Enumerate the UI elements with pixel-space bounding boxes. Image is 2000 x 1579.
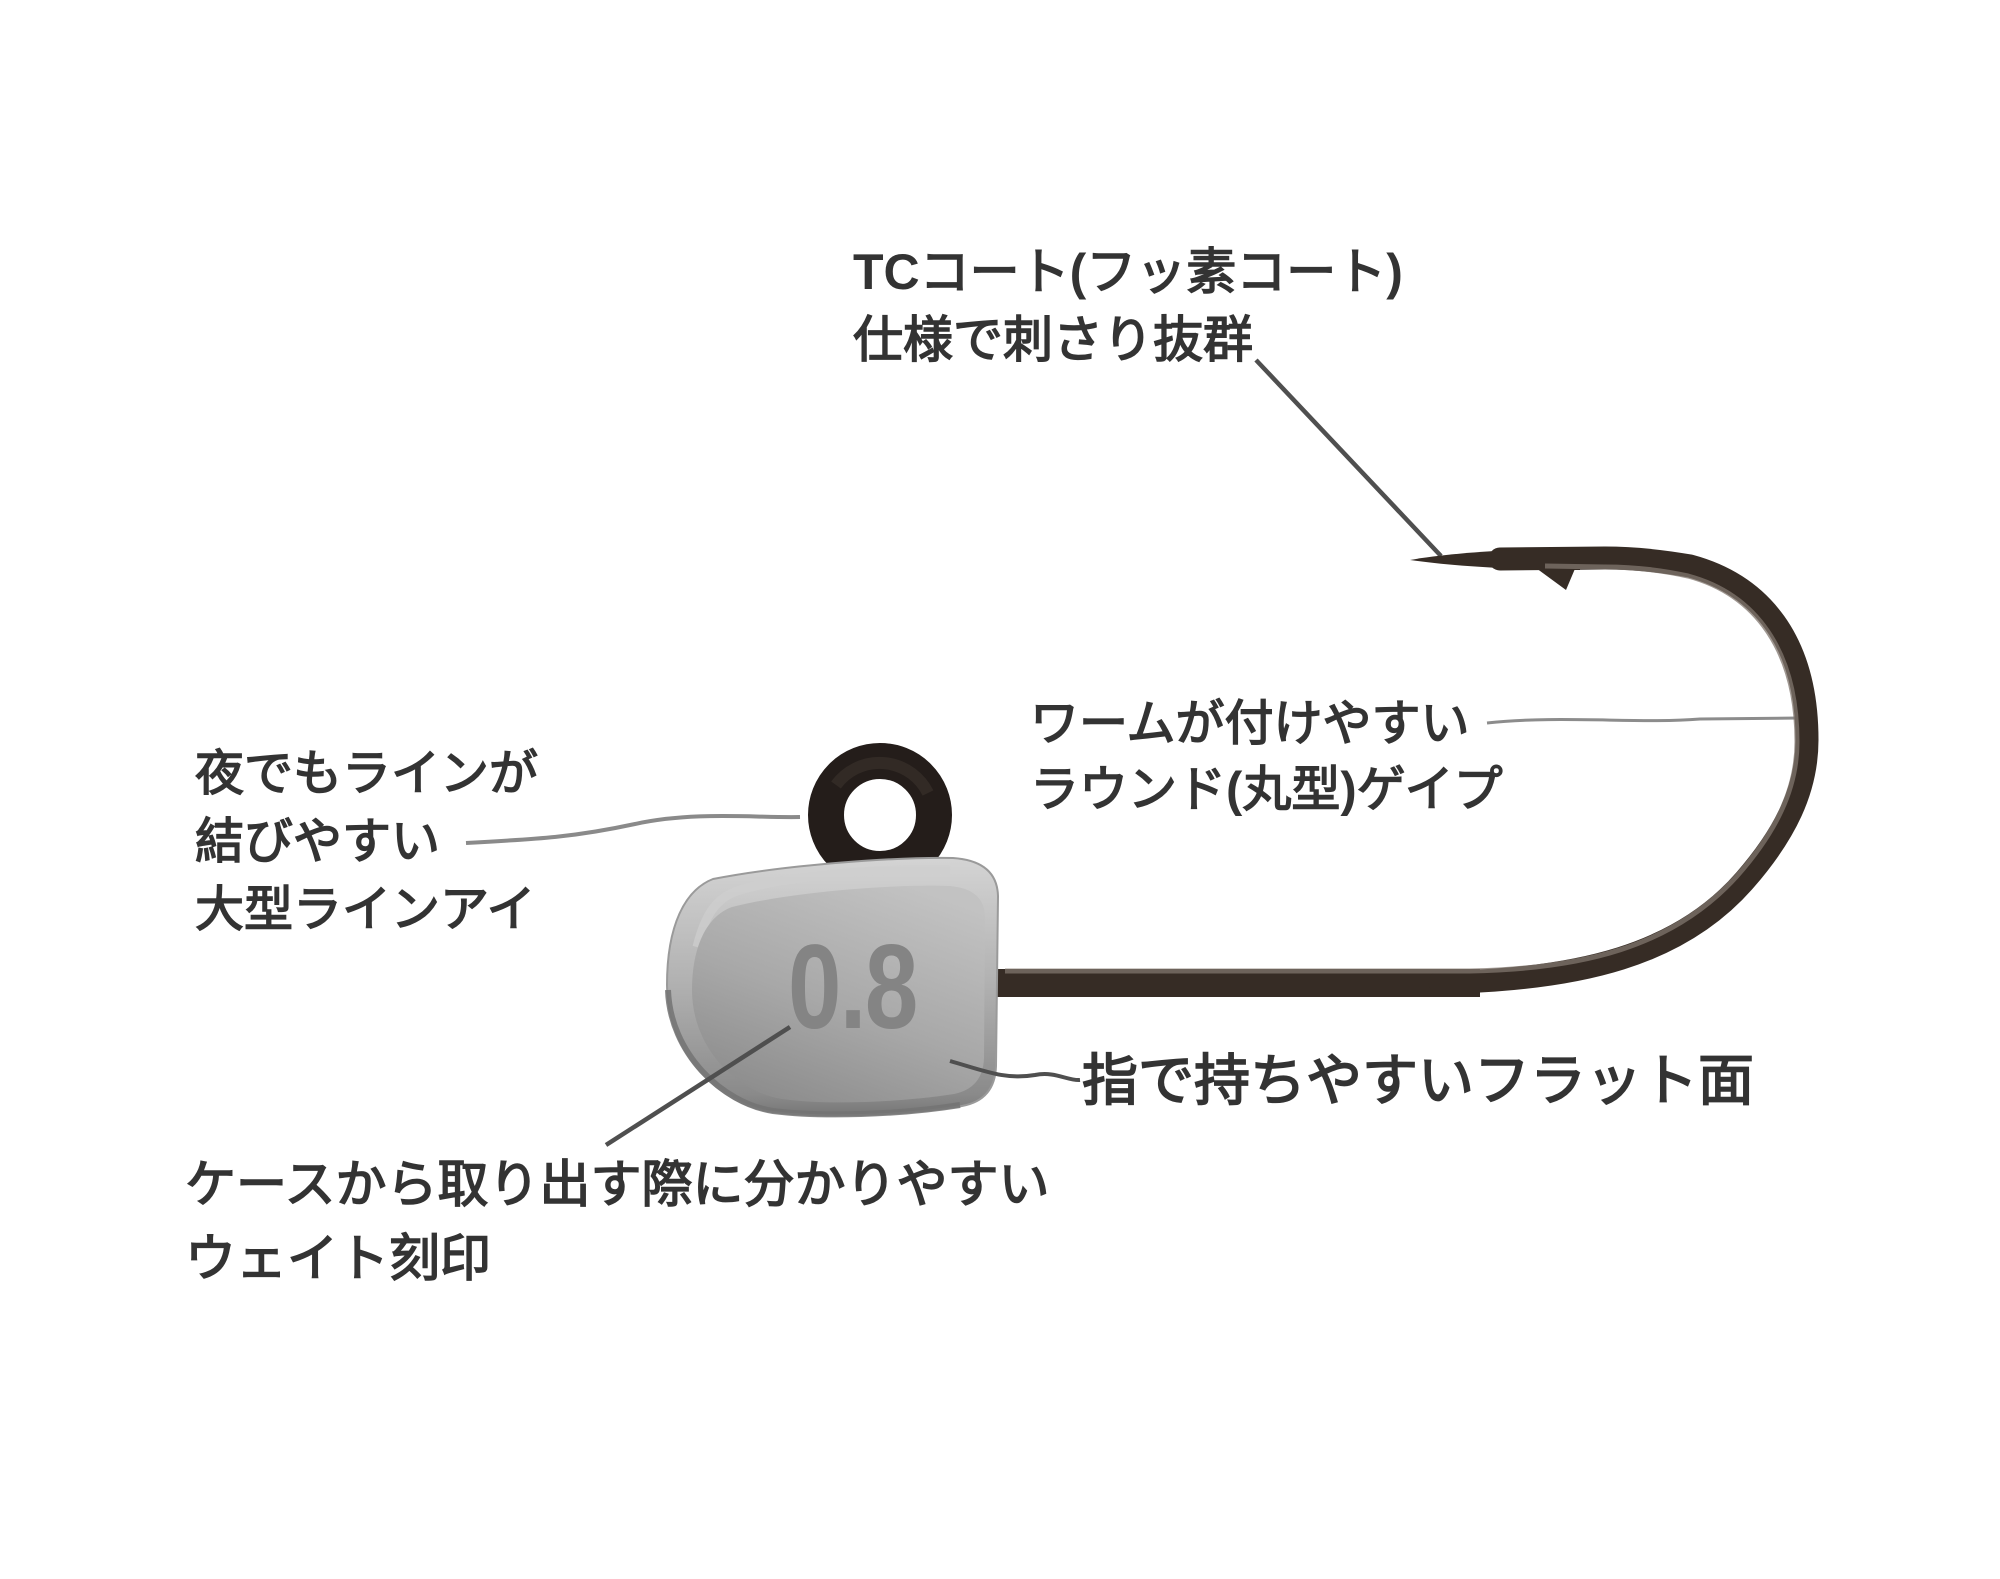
hook-point	[1410, 548, 1580, 570]
annotation-tc-coat-line2: 仕様で刺さり抜群	[853, 312, 1253, 368]
annotation-line-eye-line2: 結びやすい	[195, 815, 441, 869]
annotation-weight-mark-line2: ウェイト刻印	[185, 1230, 492, 1287]
annotation-gape-line1: ワームが付けやすい	[1030, 697, 1470, 751]
leader-line-gape	[1486, 716, 1800, 725]
weight-engraving: 0.8	[788, 920, 918, 1054]
hook-bend	[1428, 546, 1819, 994]
hook-barb	[1536, 564, 1577, 590]
leader-line-line-eye	[465, 814, 801, 845]
jig-head-bottom-rim	[665, 989, 961, 1118]
leader-line-tc-coat	[1254, 358, 1443, 558]
annotation-line-eye: 夜でもラインが 結びやすい 大型ラインアイ	[195, 740, 538, 944]
hook	[995, 546, 1819, 997]
jig-head-nose-highlight	[692, 865, 951, 949]
annotation-gape-line2: ラウンド(丸型)ゲイプ	[1030, 763, 1503, 817]
annotation-weight-mark-line1: ケースから取り出す際に分かりやすい	[185, 1156, 1050, 1213]
annotation-tc-coat-line1: TCコート(フッ素コート)	[853, 244, 1403, 300]
annotation-line-eye-line1: 夜でもラインが	[195, 747, 539, 801]
annotation-line-eye-line3: 大型ラインアイ	[195, 883, 536, 937]
annotation-tc-coat: TCコート(フッ素コート) 仕様で刺さり抜群	[853, 238, 1403, 374]
hook-highlight	[1005, 563, 1800, 974]
leader-line-weight-mark	[604, 1025, 792, 1147]
leader-line-flat-face	[949, 1059, 1081, 1083]
annotation-flat-face-line1: 指で持ちやすいフラット面	[1082, 1049, 1754, 1112]
line-eye-ring-highlight	[831, 756, 934, 796]
annotation-weight-mark: ケースから取り出す際に分かりやすい ウェイト刻印	[185, 1148, 1049, 1296]
annotation-gape: ワームが付けやすい ラウンド(丸型)ゲイプ	[1030, 691, 1503, 823]
jig-head-face	[692, 885, 985, 1103]
annotation-flat-face: 指で持ちやすいフラット面	[1082, 1050, 1754, 1112]
